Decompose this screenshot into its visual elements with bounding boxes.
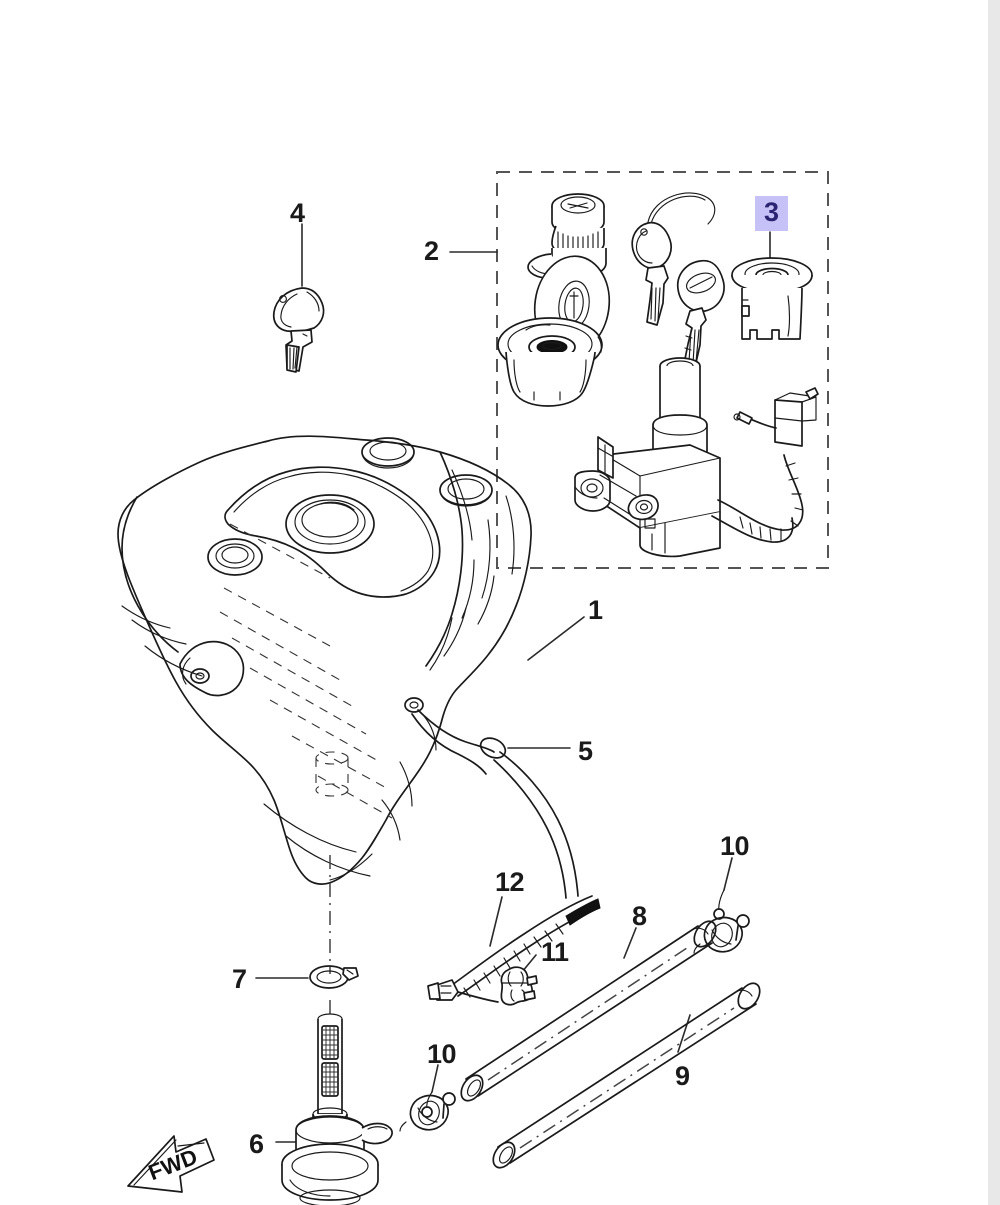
group-box-2: [496, 171, 829, 569]
callout-label-11[interactable]: 11: [541, 937, 569, 967]
part-7-hose-clamp: [255, 965, 359, 989]
callout-label-1[interactable]: 1: [588, 595, 603, 625]
ignition-switch-assembly: [574, 357, 819, 558]
part-4-key: [272, 223, 325, 373]
part-12-cable-tie: [427, 895, 601, 1003]
part-10-hose-clip-upper: [693, 857, 750, 954]
callout-label-2[interactable]: 2: [424, 236, 439, 266]
callout-label-10-lower[interactable]: 10: [427, 1039, 457, 1069]
part-5-fuel-hose: [404, 697, 579, 899]
part-9-drain-hose: [492, 982, 761, 1169]
part-3-seat-lock: [731, 231, 813, 340]
callout-label-5[interactable]: 5: [578, 736, 593, 766]
callout-label-9[interactable]: 9: [675, 1061, 690, 1091]
part-10-hose-clip-lower: [399, 1064, 456, 1132]
part-6-fuel-pump-strainer: [275, 1013, 393, 1205]
part-11-wire-clamp: [500, 954, 538, 1006]
fuel-cap-lock-assembly: [497, 193, 611, 407]
fwd-arrow-marker: [127, 1135, 215, 1193]
callout-label-8[interactable]: 8: [632, 901, 647, 931]
callout-label-7[interactable]: 7: [232, 964, 247, 994]
callout-label-6[interactable]: 6: [249, 1129, 264, 1159]
callout-label-10-upper[interactable]: 10: [720, 831, 750, 861]
callout-label-12[interactable]: 12: [495, 867, 525, 897]
part-1-fuel-tank: [117, 435, 585, 885]
callout-label-3[interactable]: 3: [755, 196, 788, 231]
key-pair: [631, 192, 725, 368]
callout-label-4[interactable]: 4: [290, 198, 305, 228]
page-right-margin: [988, 0, 1000, 1205]
part-8-breather-hose: [460, 920, 717, 1102]
